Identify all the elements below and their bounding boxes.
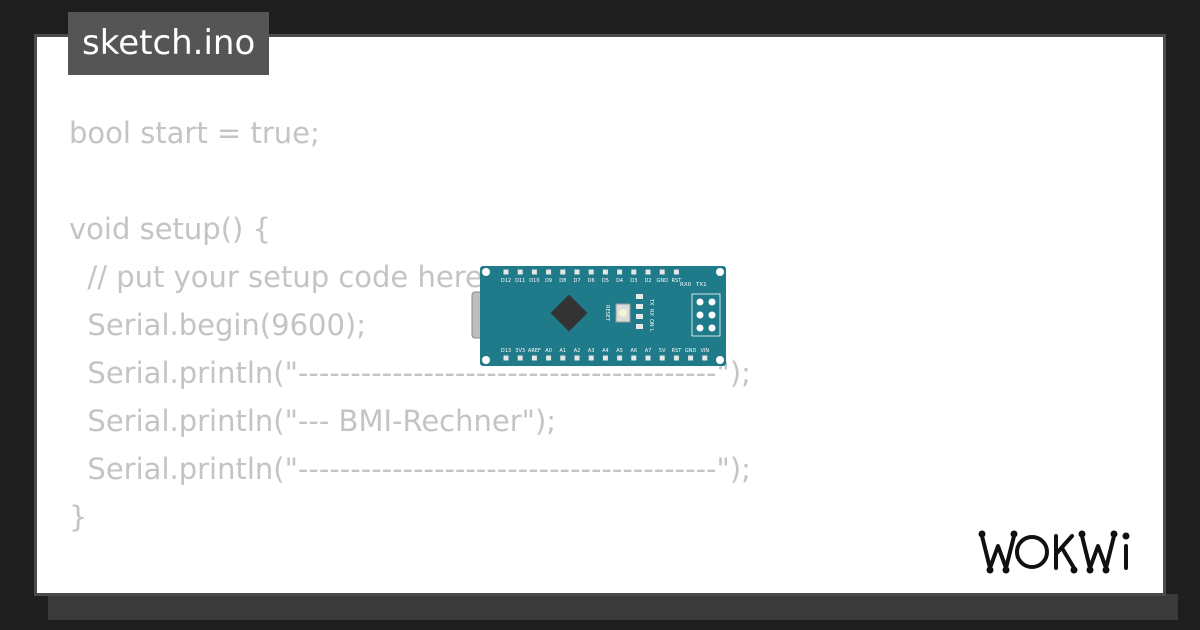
pin-label: A0 [545, 348, 552, 354]
pin-label: D9 [545, 278, 552, 284]
mounting-hole [716, 268, 724, 276]
pin-label: D7 [573, 278, 580, 284]
pin-label: A3 [588, 348, 595, 354]
file-tab[interactable]: sketch.ino [68, 12, 270, 75]
code-line: Serial.begin(9600); [69, 308, 367, 342]
code-preview-card: bool start = true; void setup() { // put … [34, 34, 1166, 596]
pin-label: D11 [515, 278, 525, 284]
header-pin[interactable] [588, 355, 594, 361]
pin-label: GND [685, 348, 697, 354]
pin-label: AREF [528, 348, 541, 354]
code-line: } [69, 500, 88, 534]
l-label: L [648, 329, 654, 332]
pin-label: D10 [529, 278, 539, 284]
pin-label: D8 [559, 278, 566, 284]
pin-label: A6 [630, 348, 637, 354]
header-pin[interactable] [659, 355, 665, 361]
header-pin[interactable] [574, 355, 580, 361]
code-editor: bool start = true; void setup() { // put … [69, 109, 751, 593]
pin-label: RST [672, 348, 683, 354]
code-line: bool start = true; [69, 116, 320, 150]
card-shadow [48, 594, 1178, 620]
wokwi-logo-icon [978, 530, 1130, 574]
header-pin[interactable] [560, 269, 566, 275]
header-pin[interactable] [546, 355, 552, 361]
code-line: Serial.println("--- BMI-Rechner"); [69, 404, 557, 438]
header-pin[interactable] [673, 355, 679, 361]
wokwi-logo [976, 528, 1152, 582]
on-label: ON [648, 319, 654, 327]
header-pin[interactable] [617, 355, 623, 361]
pin-label: D4 [616, 278, 623, 284]
pin-label: D12 [501, 278, 511, 284]
pin-label: A7 [645, 348, 652, 354]
pin-label: A1 [559, 348, 566, 354]
pin-label: A5 [616, 348, 623, 354]
header-pin[interactable] [631, 355, 637, 361]
header-pin[interactable] [645, 269, 651, 275]
header-pin[interactable] [617, 269, 623, 275]
header-pin[interactable] [602, 269, 608, 275]
header-pin[interactable] [503, 355, 509, 361]
header-pin[interactable] [631, 269, 637, 275]
pin-label: D6 [588, 278, 595, 284]
pin-label: A4 [602, 348, 609, 354]
tx-label: TX [648, 298, 654, 306]
header-pin[interactable] [588, 269, 594, 275]
pin-label: D5 [602, 278, 609, 284]
header-pin[interactable] [560, 355, 566, 361]
code-line: void setup() { [69, 212, 271, 246]
mounting-hole [482, 356, 490, 364]
pin-label: 5V [659, 348, 666, 354]
pin-label: RST [672, 278, 683, 284]
header-pin[interactable] [531, 269, 537, 275]
pin-label: D3 [630, 278, 637, 284]
mounting-hole [482, 268, 490, 276]
header-pin[interactable] [673, 269, 679, 275]
microcontroller-chip [550, 294, 588, 332]
code-line: Serial.println("------------------------… [69, 452, 751, 486]
code-line: // put your setup code here, to run once… [69, 260, 678, 294]
pin-label: D13 [501, 348, 511, 354]
header-pin[interactable] [702, 355, 708, 361]
rx0-label: RX0 [680, 282, 692, 288]
code-line: void loop() { [69, 589, 751, 593]
header-pin[interactable] [688, 355, 694, 361]
led-indicators [636, 294, 643, 329]
pcb [480, 266, 726, 366]
code-line [69, 157, 751, 205]
header-pin[interactable] [517, 355, 523, 361]
header-pin[interactable] [645, 355, 651, 361]
rx-label: RX [648, 309, 654, 316]
pin-label: VIN [700, 348, 709, 354]
tx1-label: TX1 [695, 282, 707, 288]
pin-label: D2 [644, 278, 651, 284]
pin-label: A2 [574, 348, 581, 354]
mounting-hole [716, 356, 724, 364]
top-pin-row: D12 D11 D10 D9 D8 D7 D6 D5 D4 D3 D2 GND RST [501, 269, 683, 284]
pin-label: 3V3 [515, 348, 525, 354]
header-pin[interactable] [602, 355, 608, 361]
reset-label: RESET [604, 305, 610, 322]
pin-label: GND [656, 278, 668, 284]
header-pin[interactable] [659, 269, 665, 275]
code-line [69, 541, 751, 589]
header-pin[interactable] [546, 269, 552, 275]
header-pin[interactable] [531, 355, 537, 361]
header-pin[interactable] [503, 269, 509, 275]
header-pin[interactable] [574, 269, 580, 275]
header-pin[interactable] [517, 269, 523, 275]
icsp-header [691, 293, 721, 337]
reset-button-icon [615, 303, 631, 323]
